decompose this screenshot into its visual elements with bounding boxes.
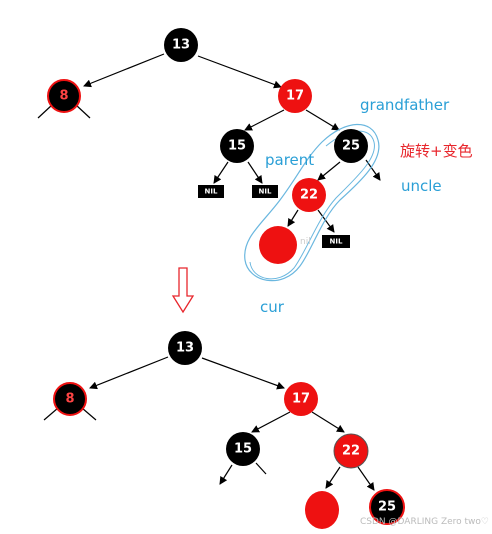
top-node-13 (164, 28, 198, 62)
bottom-node-13 (168, 331, 202, 365)
nil-box-c-label: NIL (330, 238, 343, 246)
bottom-node-8 (53, 382, 87, 416)
nil-box-b-label: NIL (259, 188, 272, 196)
b-edge-22-25 (357, 466, 375, 491)
nil-box-a (198, 185, 224, 198)
bottom-node-25 (369, 489, 405, 525)
bottom-node-22-label: 22 (342, 444, 360, 459)
b-edge-17-22 (311, 411, 345, 433)
nil-box-b (252, 185, 278, 198)
top-node-25 (334, 129, 368, 163)
b-edge-8-right-stub (81, 407, 97, 421)
highlight-loop (244, 123, 380, 282)
edge-17-25 (305, 109, 340, 131)
bottom-node-17 (284, 382, 318, 416)
top-node-17 (278, 79, 312, 113)
edge-13-8 (83, 53, 165, 88)
label-grandfather: grandfather (360, 96, 450, 114)
edge-25-22 (317, 161, 341, 181)
b-edge-22-cur (325, 466, 341, 489)
b-edge-13-17 (201, 357, 285, 390)
top-node-8 (47, 79, 81, 113)
bottom-node-25-label: 25 (378, 500, 396, 515)
faint-nil-label: nil (300, 237, 311, 247)
bottom-node-17-label: 17 (292, 392, 310, 407)
edge-22-nil-c (317, 209, 335, 233)
top-node-15 (220, 129, 254, 163)
label-parent: parent (265, 151, 314, 169)
bottom-node-8-label: 8 (65, 392, 74, 407)
b-edge-13-8 (89, 356, 169, 390)
edge-22-cur (287, 209, 299, 227)
top-node-cur (259, 226, 297, 264)
bottom-node-15 (226, 432, 260, 466)
edge-15-nil-a (213, 161, 229, 184)
top-node-22-label: 22 (300, 188, 318, 203)
nil-box-c (322, 235, 350, 248)
edge-15-nil-b (247, 161, 263, 184)
b-edge-17-15 (251, 411, 291, 433)
bottom-node-15-label: 15 (234, 442, 252, 457)
bottom-node-22 (333, 433, 369, 469)
label-cur: cur (260, 298, 285, 316)
b-edge-15-right (255, 462, 267, 475)
top-tree: 13 8 17 15 25 22 NIL NIL NIL nil grandfa… (37, 28, 473, 316)
watermark: CSDN @DARLING Zero two♡ (360, 517, 489, 527)
edge-8-right-stub (75, 104, 91, 119)
bottom-node-13-label: 13 (176, 341, 194, 356)
highlight-loop-2 (249, 130, 375, 280)
transform-arrow (171, 267, 195, 314)
label-operation: 旋转+变色 (400, 142, 473, 160)
top-node-25-label: 25 (342, 139, 360, 154)
bottom-node-cur (305, 491, 339, 529)
top-node-15-label: 15 (228, 139, 246, 154)
top-node-17-label: 17 (286, 89, 304, 104)
b-edge-8-left-stub (43, 407, 59, 421)
edge-8-left-stub (37, 104, 53, 119)
label-uncle: uncle (401, 177, 442, 195)
top-node-13-label: 13 (172, 38, 190, 53)
nil-box-a-label: NIL (205, 188, 218, 196)
bottom-tree: 13 8 17 15 22 25 (43, 331, 405, 529)
b-edge-15-left (219, 464, 233, 485)
edge-17-15 (244, 109, 285, 131)
top-node-22 (292, 178, 326, 212)
edge-13-17 (197, 55, 282, 89)
top-node-8-label: 8 (59, 89, 68, 104)
